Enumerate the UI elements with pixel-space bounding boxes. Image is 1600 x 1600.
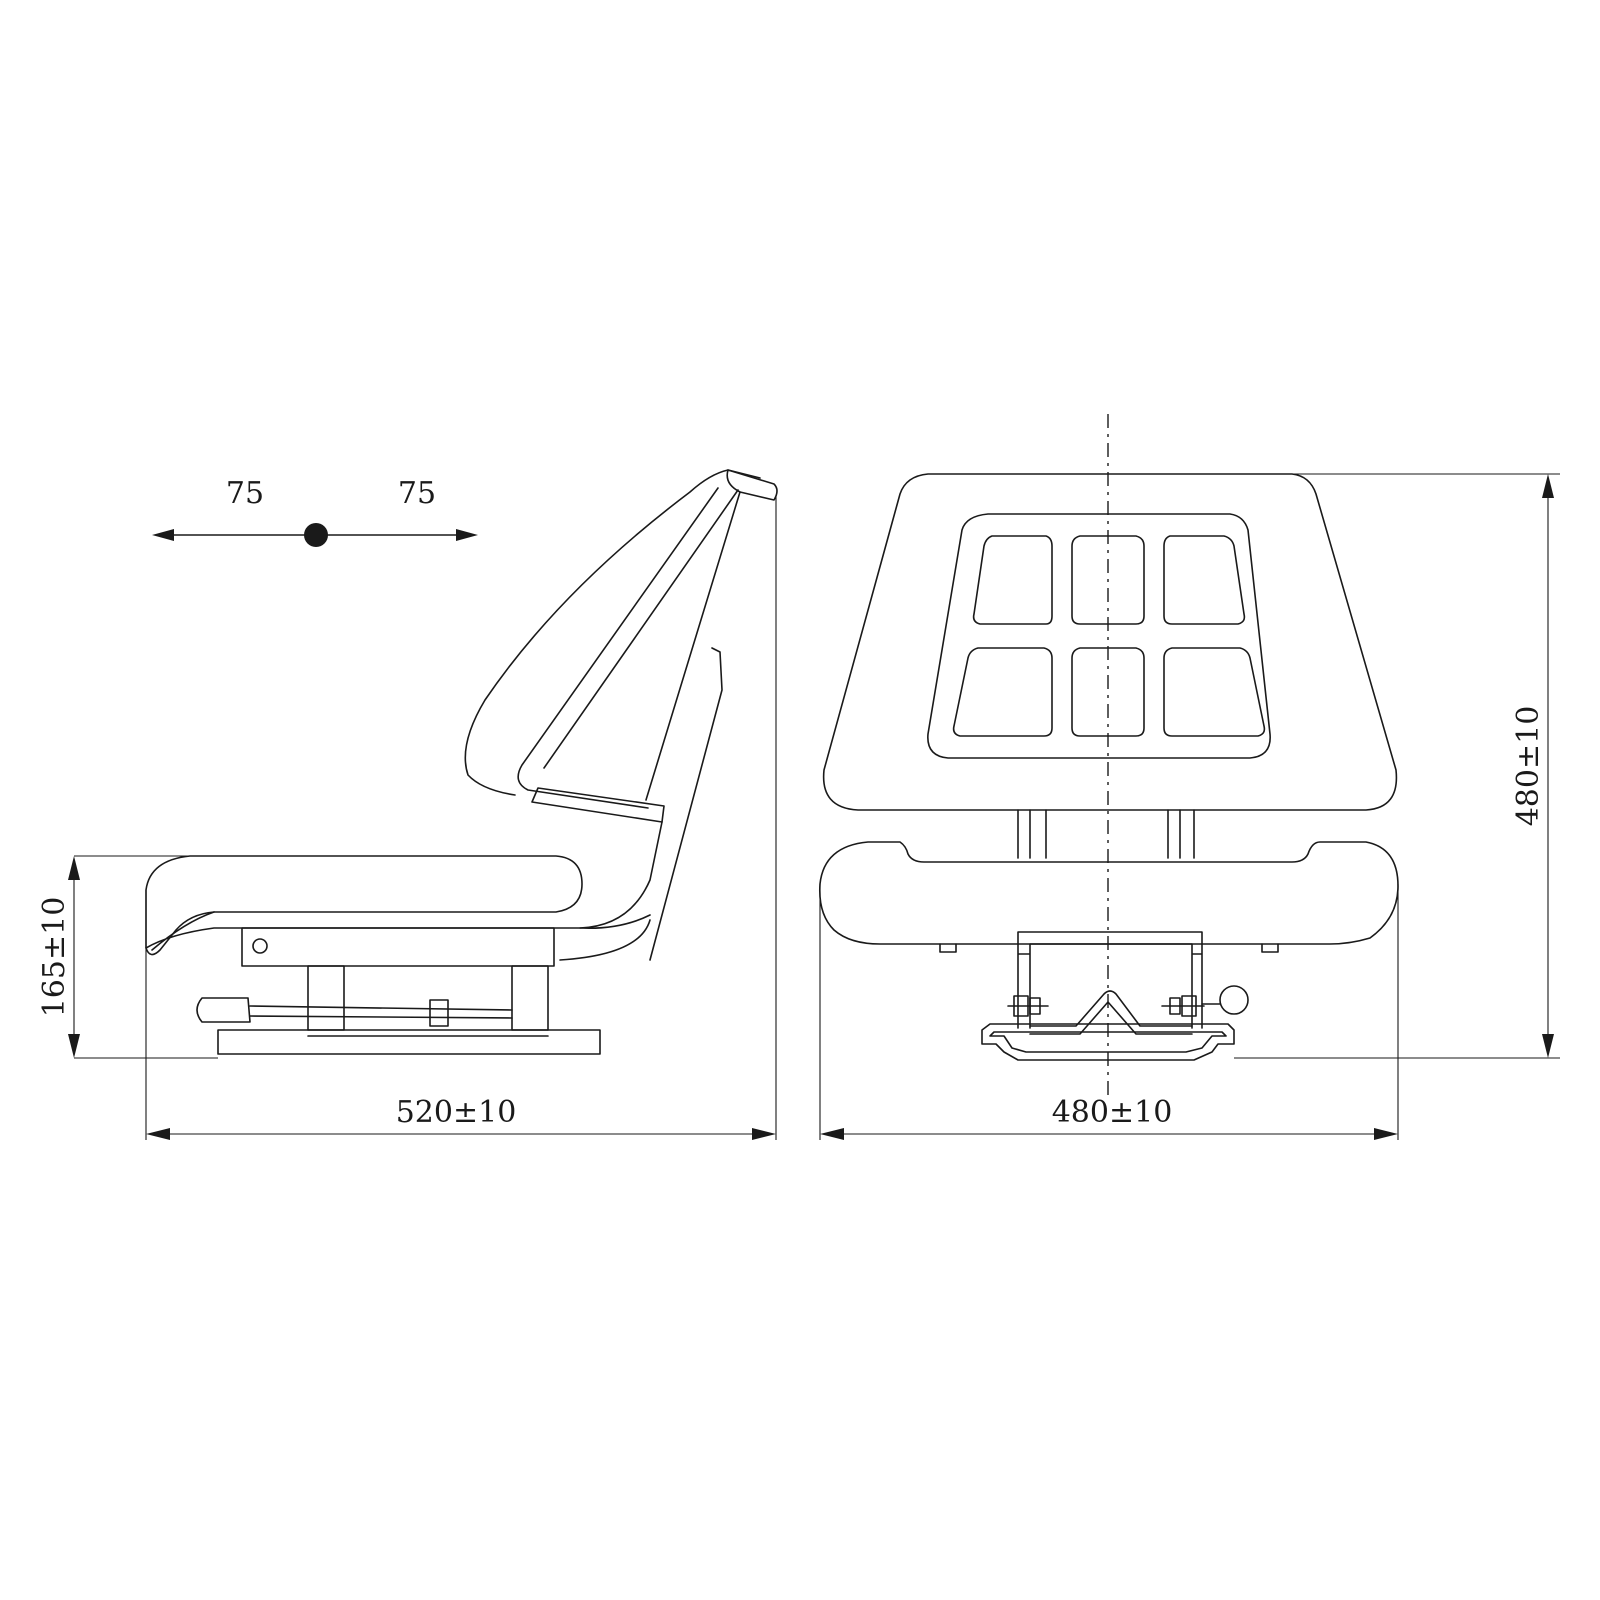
front-width-label: 480±10 [1052,1095,1173,1130]
fore-aft-adjustment-indicator: 75 75 [152,476,478,547]
grid-cell-4 [952,647,1053,737]
grid-cell-5 [1071,647,1145,737]
front-height-label: 480±10 [1511,706,1546,827]
backrest-grid-frame [927,513,1271,759]
adjust-lever-rod [249,1005,513,1019]
base-rail [217,1029,601,1055]
rail-channel [981,1023,1235,1061]
backrest-post-left [1017,809,1047,859]
slide-v-link [1029,990,1193,1035]
seat-bracket [241,927,555,967]
adjust-lever-handle [196,997,251,1023]
seat-cushion-rear [818,841,1399,945]
slide-bracket [1017,931,1203,1029]
adjust-left-label: 75 [226,476,264,511]
backrest-frame [517,469,778,809]
backrest-outer [464,469,761,796]
seat-pan [145,821,663,951]
grid-cell-6 [1163,647,1266,737]
slide-post-left [307,965,345,1031]
seat-cushion [145,855,583,956]
slide-post-right [511,965,549,1031]
adjuster-knob [1219,985,1249,1015]
pivot-dot [304,523,328,547]
backrest-spine [645,491,741,961]
grid-cell-3 [1163,535,1246,625]
backrest-post-right [1167,809,1195,859]
seat-rear-view: 480±10 480±10 [818,414,1560,1140]
seat-side-view: 165±10 520±10 [37,469,778,1140]
bolt-right [1161,995,1205,1017]
grid-cell-1 [972,535,1053,625]
backrest-rear-panel [822,473,1398,811]
side-height-label: 165±10 [37,897,72,1018]
side-width-label: 520±10 [396,1095,517,1130]
grid-cell-2 [1071,535,1145,625]
bolt-left [1007,995,1049,1017]
adjust-right-label: 75 [398,476,436,511]
